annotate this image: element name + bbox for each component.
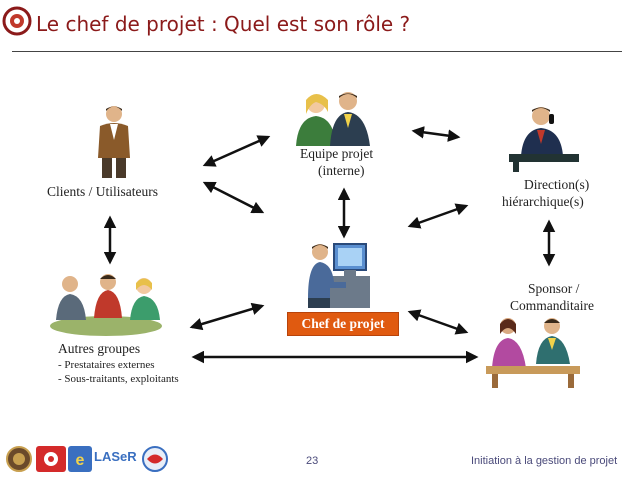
- node-autres-label: Autres groupes: [58, 341, 141, 356]
- team-people-icon: [296, 92, 370, 146]
- arrow-clients-equipe: [202, 135, 271, 167]
- arrow-chef-direction: [407, 203, 469, 229]
- university-seal-icon: [6, 446, 32, 472]
- arrow-clients-chef: [202, 181, 265, 214]
- institution-logo-icon: [36, 446, 66, 472]
- node-chef-de-projet: Chef de projet: [287, 312, 399, 336]
- group-meeting-icon: [50, 274, 162, 336]
- node-equipe-sublabel: (interne): [318, 163, 365, 178]
- arrow-autres-chef: [189, 302, 265, 331]
- node-autres-item: - Prestataires externes: [58, 359, 155, 371]
- node-direction-sublabel: hiérarchique(s): [502, 194, 584, 209]
- laser-logo-text: LASeR: [94, 449, 137, 464]
- node-clients-label: Clients / Utilisateurs: [47, 184, 158, 199]
- partner-globe-icon: [142, 446, 168, 472]
- node-sponsor-sublabel: Commanditaire: [510, 298, 594, 313]
- sponsor-meeting-icon: [486, 318, 580, 388]
- svg-text:e: e: [76, 452, 85, 469]
- node-sponsor-label: Sponsor /: [528, 281, 580, 296]
- client-person-icon: [98, 106, 130, 178]
- node-direction-label: Direction(s): [524, 177, 590, 192]
- arrow-chef-sponsor: [407, 309, 469, 335]
- director-at-desk-icon: [509, 107, 579, 172]
- footer-course-title: Initiation à la gestion de projet: [471, 455, 618, 467]
- title-divider: [12, 51, 622, 52]
- slide-title: Le chef de projet : Quel est son rôle ?: [36, 12, 411, 36]
- node-equipe-label: Equipe projet: [300, 146, 374, 161]
- arrow-equipe-direction: [411, 126, 461, 142]
- project-manager-at-computer-icon: [308, 243, 370, 308]
- title-emblem-icon: [2, 6, 32, 36]
- e-logo-icon: e: [68, 446, 92, 472]
- node-autres-item: - Sous-traitants, exploitants: [58, 373, 179, 385]
- page-number: 23: [306, 455, 319, 467]
